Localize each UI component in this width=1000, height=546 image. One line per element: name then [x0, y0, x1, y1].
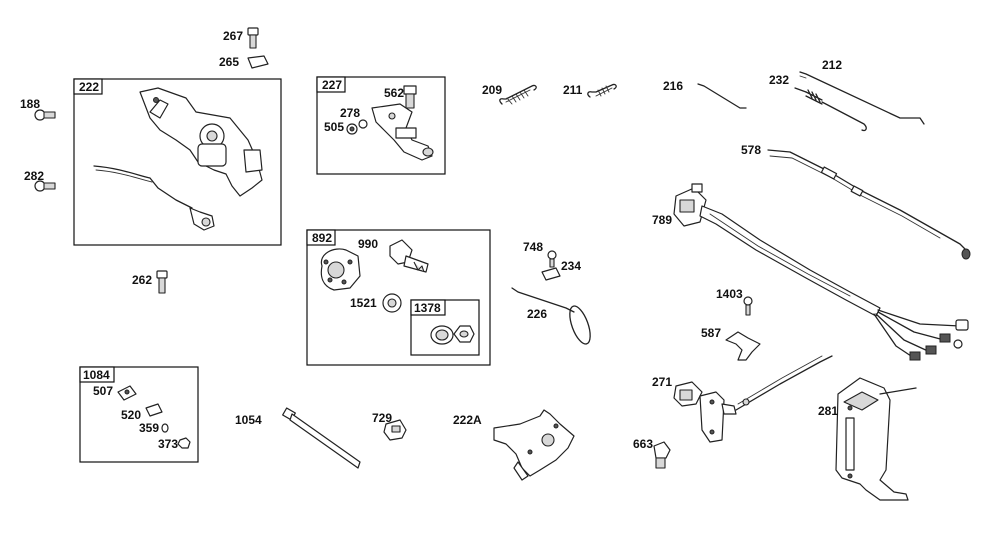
part-label-505: 505 — [324, 120, 344, 134]
group-box-227: 227 — [316, 76, 446, 175]
part-label-587: 587 — [701, 326, 721, 340]
part-227-lever-assembly: 562 278 505 — [324, 85, 434, 161]
group-box-892: 892 — [306, 229, 491, 366]
part-label-507: 507 — [93, 384, 113, 398]
part-520-bracket: 520 — [121, 403, 163, 422]
part-label-281: 281 — [818, 404, 838, 418]
part-label-789: 789 — [652, 213, 672, 227]
group-box-222: 222 — [73, 78, 282, 246]
part-234-clamp: 234 — [541, 259, 581, 281]
part-label-520: 520 — [121, 408, 141, 422]
part-label-262: 262 — [132, 273, 152, 287]
part-789-wire-harness: 789 — [652, 183, 969, 361]
part-507-clip: 507 — [93, 384, 137, 401]
part-label-1403: 1403 — [716, 287, 743, 301]
part-359-washer: 359 — [139, 421, 169, 435]
part-label-232: 232 — [769, 73, 789, 87]
part-label-209: 209 — [482, 83, 502, 97]
part-373-nut: 373 — [158, 437, 191, 451]
part-748-screw: 748 — [523, 240, 557, 268]
part-892-ignition-switch — [320, 248, 361, 291]
group-label-222: 222 — [79, 80, 99, 94]
part-label-188: 188 — [20, 97, 40, 111]
part-216-rod: 216 — [663, 79, 747, 109]
part-209-spring: 209 — [482, 83, 537, 105]
part-label-226: 226 — [527, 307, 547, 321]
part-990-key: 990 — [358, 237, 429, 273]
part-label-267: 267 — [223, 29, 243, 43]
part-label-578: 578 — [741, 143, 761, 157]
part-label-216: 216 — [663, 79, 683, 93]
part-663-screw: 663 — [633, 437, 671, 469]
part-label-748: 748 — [523, 240, 543, 254]
group-label-892: 892 — [312, 231, 332, 245]
part-label-990: 990 — [358, 237, 378, 251]
part-label-373: 373 — [158, 437, 178, 451]
part-label-234: 234 — [561, 259, 581, 273]
part-232-spring-rod: 232 — [769, 73, 867, 132]
group-box-1084: 1084 — [79, 366, 199, 463]
part-label-1054: 1054 — [235, 413, 262, 427]
group-box-1378: 1378 — [410, 299, 480, 356]
part-265-clip: 265 — [219, 55, 269, 69]
part-label-211: 211 — [563, 83, 583, 97]
part-label-359: 359 — [139, 421, 159, 435]
part-281-cover: 281 — [818, 377, 917, 501]
part-271-choke-cable: 271 — [652, 355, 833, 443]
group-label-1378: 1378 — [414, 301, 441, 315]
part-label-282: 282 — [24, 169, 44, 183]
group-label-227: 227 — [322, 78, 342, 92]
group-label-1084: 1084 — [83, 368, 110, 382]
part-label-222a: 222A — [453, 413, 482, 427]
part-211-spring: 211 — [563, 83, 617, 98]
part-226-rod: 226 — [511, 287, 591, 345]
part-label-265: 265 — [219, 55, 239, 69]
part-label-1521: 1521 — [350, 296, 377, 310]
part-1521-nut-cap: 1521 — [350, 293, 402, 313]
part-1054-cable-tie: 1054 — [235, 407, 361, 469]
part-188-screw: 188 — [20, 97, 56, 121]
part-267-bolt: 267 — [223, 27, 259, 49]
part-label-663: 663 — [633, 437, 653, 451]
part-label-212: 212 — [822, 58, 842, 72]
part-729-connector: 729 — [372, 411, 407, 441]
part-1403-screw: 1403 — [716, 287, 753, 316]
part-262-bolt: 262 — [132, 270, 168, 294]
part-label-562: 562 — [384, 86, 404, 100]
part-282-screw: 282 — [24, 169, 56, 192]
part-label-278: 278 — [340, 106, 360, 120]
part-587-cable-clip: 587 — [701, 326, 761, 361]
throttle-control-assembly — [93, 87, 263, 231]
part-212-rod: 212 — [799, 58, 925, 125]
part-label-271: 271 — [652, 375, 672, 389]
part-222a-bracket: 222A — [453, 409, 575, 481]
part-578-cable: 578 — [741, 143, 971, 260]
part-label-729: 729 — [372, 411, 392, 425]
